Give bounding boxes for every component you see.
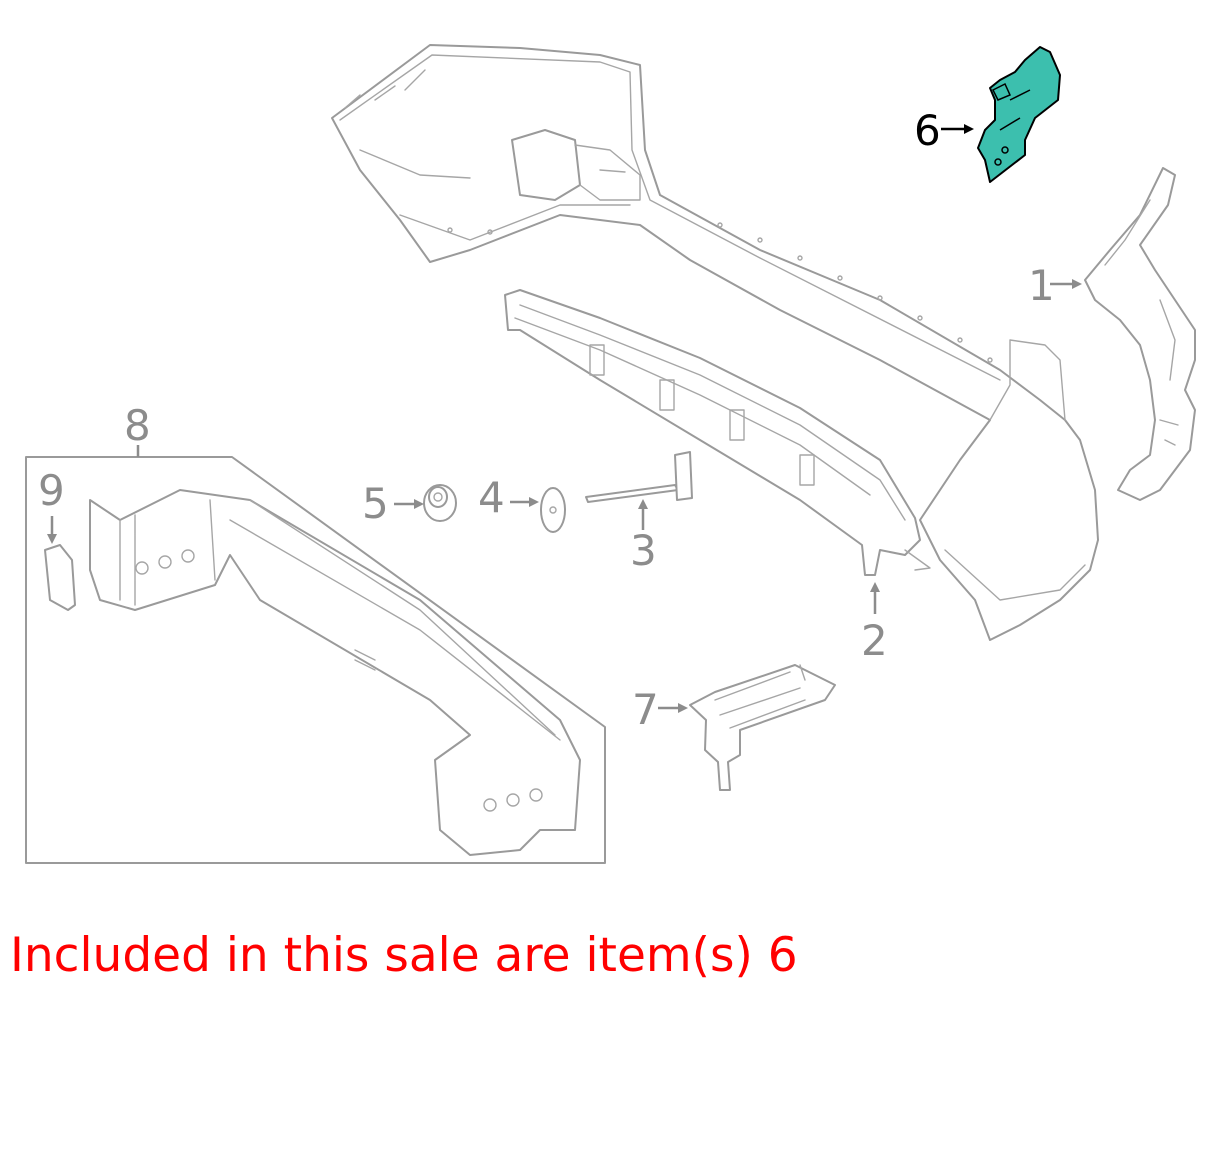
- callout-4: 4: [478, 473, 505, 522]
- callout-9: 9: [38, 466, 65, 515]
- callout-8: 8: [124, 401, 151, 450]
- callout-1: 1: [1028, 261, 1055, 310]
- callout-labels: 1 2 3 4 5 6 7 8 9: [38, 106, 1055, 734]
- sale-caption: Included in this sale are item(s) 6: [10, 928, 798, 983]
- callout-3: 3: [630, 526, 657, 575]
- part-2-absorber: [504, 289, 931, 576]
- part-4-washer: [540, 487, 566, 533]
- leader-arrows: [47, 124, 1082, 713]
- part-7-bracket: [689, 664, 836, 791]
- part-5-nut: [423, 484, 457, 522]
- part-9-plate: [44, 544, 76, 611]
- part-6-bracket: [977, 46, 1061, 183]
- part-3-bolt: [585, 451, 693, 503]
- part-1-bracket: [1084, 167, 1196, 501]
- callout-5: 5: [362, 479, 389, 528]
- callout-2: 2: [861, 616, 888, 665]
- part-8-group: [25, 456, 606, 864]
- bumper-cover: [331, 44, 1099, 641]
- callout-7: 7: [632, 685, 659, 734]
- callout-6: 6: [914, 106, 941, 155]
